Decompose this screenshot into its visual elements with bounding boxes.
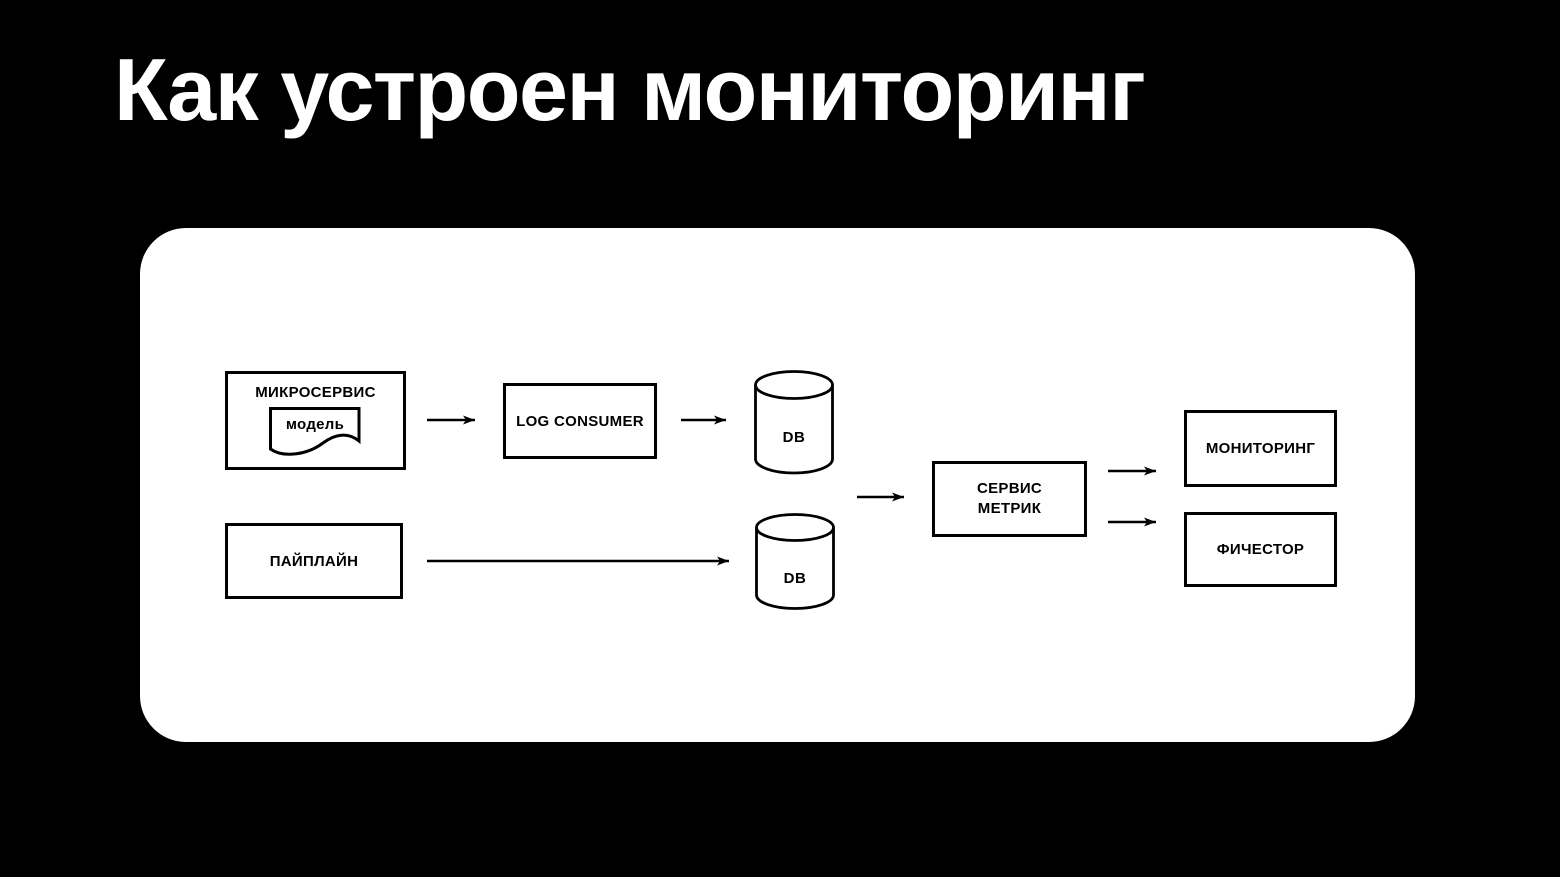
pipeline-label: ПАЙПЛАЙН <box>269 552 359 570</box>
model-document-shape <box>269 407 361 456</box>
model-label: модель <box>285 416 345 433</box>
microservice-label: МИКРОСЕРВИС <box>255 384 376 401</box>
metrics-service-label-line1: СЕРВИС <box>976 480 1043 497</box>
metrics-service-node: СЕРВИС МЕТРИК <box>932 461 1087 537</box>
db-logs-cylinder <box>754 370 834 475</box>
diagram-card: МИКРОСЕРВИС модель LOG CONSUMER DB DB ПА… <box>140 228 1415 742</box>
db-logs-label: DB <box>782 429 806 446</box>
db-pipeline-cylinder <box>755 513 835 610</box>
metrics-service-label-line2: МЕТРИК <box>977 500 1042 517</box>
metrics-service-label: СЕРВИС МЕТРИК <box>977 479 1042 519</box>
slide-title: Как устроен мониторинг <box>114 40 1146 139</box>
pipeline-node: ПАЙПЛАЙН <box>225 523 403 599</box>
microservice-node: МИКРОСЕРВИС модель <box>225 371 406 470</box>
diagram-connectors <box>427 370 1156 610</box>
featurestore-label: ФИЧЕСТОР <box>1216 541 1305 558</box>
log-consumer-label: LOG CONSUMER <box>516 412 644 430</box>
monitoring-node: МОНИТОРИНГ <box>1184 410 1337 487</box>
monitoring-label: МОНИТОРИНГ <box>1205 440 1316 457</box>
db-pipeline-label: DB <box>783 570 807 587</box>
log-consumer-node: LOG CONSUMER <box>503 383 657 459</box>
featurestore-node: ФИЧЕСТОР <box>1184 512 1337 587</box>
